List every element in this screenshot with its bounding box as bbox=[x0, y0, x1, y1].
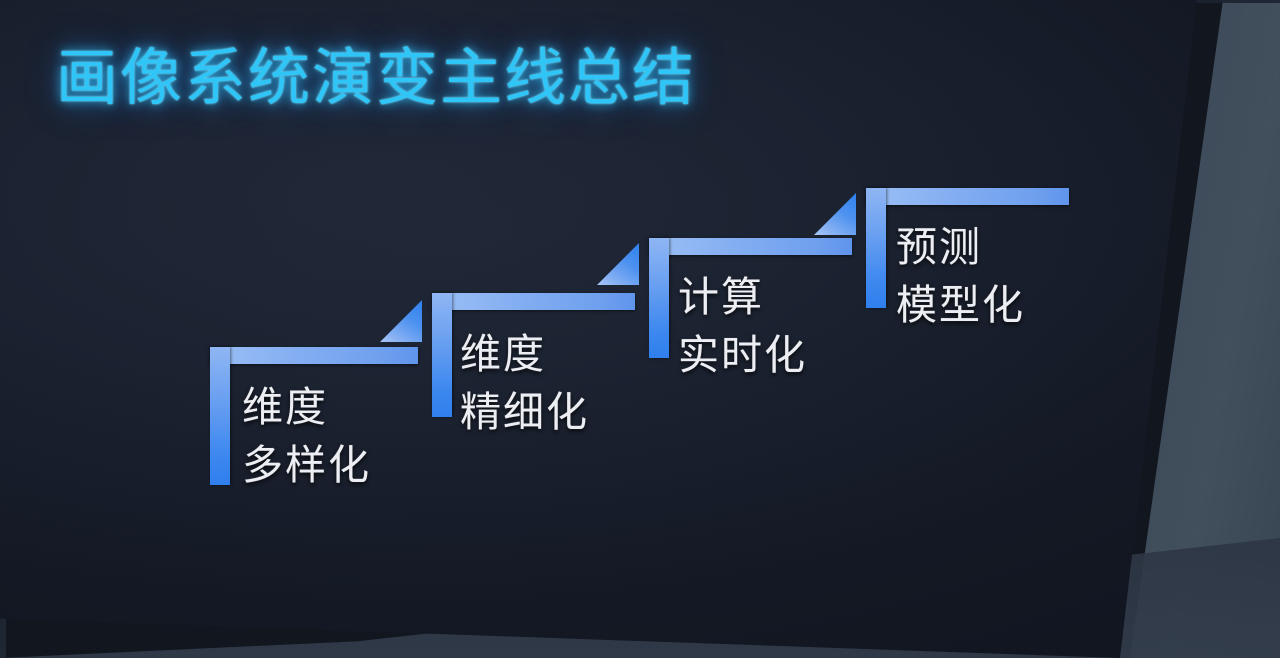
step-2-horizontal-bar bbox=[432, 293, 635, 310]
step-2-labels: 维度 精细化 bbox=[460, 325, 589, 441]
step-4-line-2: 模型化 bbox=[896, 282, 1025, 329]
step-2-line-1: 维度 bbox=[460, 331, 546, 377]
step-4-horizontal-bar bbox=[866, 188, 1069, 205]
step-1-line-1: 维度 bbox=[242, 384, 328, 430]
step-4-line-1: 预测 bbox=[896, 224, 982, 270]
step-1-horizontal-bar bbox=[210, 347, 418, 364]
ramp-wedge-2 bbox=[597, 243, 639, 285]
slide-title: 画像系统演变主线总结 bbox=[56, 44, 697, 113]
step-4-vertical-bar bbox=[866, 188, 886, 308]
step-2[interactable] bbox=[432, 293, 637, 423]
ramp-wedge-3 bbox=[814, 193, 856, 235]
step-4[interactable] bbox=[866, 188, 1071, 312]
step-2-line-2: 精细化 bbox=[460, 389, 589, 436]
step-3-horizontal-bar bbox=[649, 238, 852, 255]
step-1[interactable] bbox=[210, 347, 420, 487]
step-4-labels: 预测 模型化 bbox=[896, 218, 1025, 334]
step-3-labels: 计算 实时化 bbox=[678, 268, 807, 384]
step-3-line-2: 实时化 bbox=[678, 332, 807, 379]
step-1-line-2: 多样化 bbox=[242, 442, 371, 489]
step-2-vertical-bar bbox=[432, 293, 452, 417]
ramp-wedge-1 bbox=[380, 300, 422, 342]
step-3[interactable] bbox=[649, 238, 854, 362]
step-1-vertical-bar bbox=[210, 347, 230, 485]
step-3-vertical-bar bbox=[649, 238, 669, 358]
step-1-labels: 维度 多样化 bbox=[242, 378, 371, 494]
step-3-line-1: 计算 bbox=[678, 274, 764, 320]
